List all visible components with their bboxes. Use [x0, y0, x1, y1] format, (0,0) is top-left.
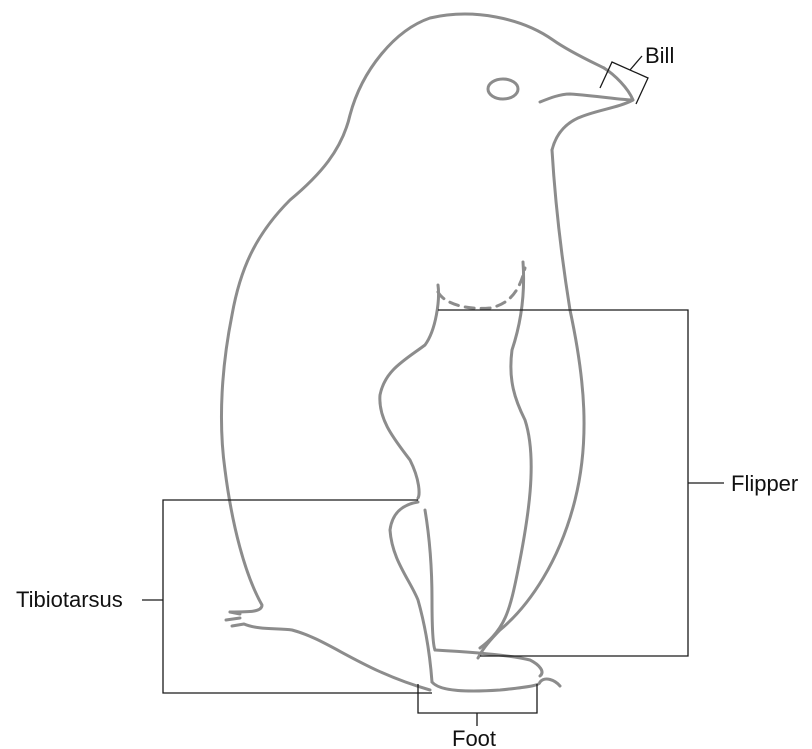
bill-label: Bill — [645, 43, 674, 68]
flipper-label: Flipper — [731, 471, 798, 496]
penguin-outline — [221, 14, 633, 691]
belly-outline — [478, 150, 584, 658]
tibiotarsus-label: Tibiotarsus — [16, 587, 123, 612]
leg-inner-outline — [425, 510, 435, 650]
bill-outline — [540, 68, 633, 150]
chest-dashed-line — [438, 268, 525, 308]
eye — [488, 79, 518, 99]
flipper-front-edge — [480, 262, 531, 648]
body-back-outline — [221, 14, 604, 612]
tibiotarsus-bracket — [142, 500, 432, 693]
leg-outline — [390, 502, 432, 682]
flipper-outline — [380, 285, 439, 498]
back-foot-toes — [226, 612, 430, 690]
flipper-bracket — [438, 310, 724, 656]
foot-label: Foot — [452, 726, 496, 749]
